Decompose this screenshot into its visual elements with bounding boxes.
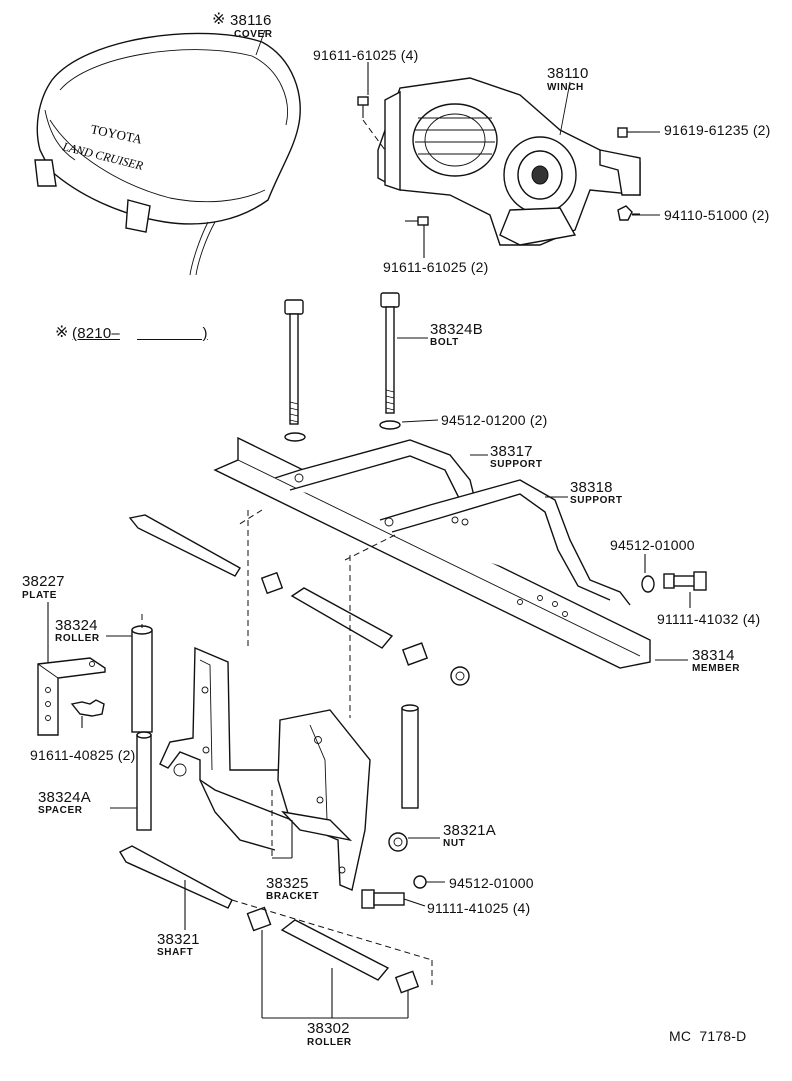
fastener-f9-part-number: 94512-01000 <box>449 875 534 891</box>
fastener-f5-part-number: 94512-01200 (2) <box>441 412 548 428</box>
nut-part-number: 38321A <box>443 822 496 839</box>
cover-part-number: 38116 <box>230 12 272 29</box>
fastener-f6-part-number: 94512-01000 <box>610 537 695 553</box>
member-drawing <box>213 436 688 669</box>
cover-mark: ※ <box>212 11 226 28</box>
upper-shaft-drawing <box>128 509 470 686</box>
fastener-f10-part-number: 91111-41025 (4) <box>427 900 531 916</box>
roller2-name: ROLLER <box>307 1037 352 1048</box>
roller1-part-number: 38324 <box>55 617 98 634</box>
nut-drawing <box>361 704 445 909</box>
bolt-part-number: 38324B <box>430 321 483 338</box>
fastener-f7-part-number: 91111-41032 (4) <box>657 611 761 627</box>
support1-part-number: 38317 <box>490 443 533 460</box>
fastener-f4-part-number: 91611-61025 (2) <box>383 259 489 275</box>
roller-spacer-drawing <box>106 614 153 831</box>
winch-name: WINCH <box>547 82 584 93</box>
spacer-name: SPACER <box>38 805 83 816</box>
plate-drawing <box>37 602 106 736</box>
shaft-name: SHAFT <box>157 947 194 958</box>
support2-name: SUPPORT <box>570 495 623 506</box>
fastener-f2-part-number: 91619-61235 (2) <box>664 122 771 138</box>
fastener-f3-part-number: 94110-51000 (2) <box>664 207 770 223</box>
member-name: MEMBER <box>692 663 741 674</box>
fastener-f1-part-number: 91611-61025 (4) <box>313 47 419 63</box>
winch-part-number: 38110 <box>547 65 589 82</box>
lower-shaft-drawing <box>119 845 433 1019</box>
winch-fasteners-drawing <box>357 62 660 258</box>
nut-name: NUT <box>443 838 466 849</box>
winch-drawing <box>377 77 641 246</box>
roller1-name: ROLLER <box>55 633 100 644</box>
bolt-drawing <box>284 292 439 442</box>
bracket-name: BRACKET <box>266 891 320 902</box>
fastener-f8-part-number: 91611-40825 (2) <box>30 747 136 763</box>
bolt-name: BOLT <box>430 337 459 348</box>
plate-part-number: 38227 <box>22 573 65 590</box>
shaft-part-number: 38321 <box>157 931 200 948</box>
bracket-drawing <box>159 510 371 891</box>
cover-drawing <box>34 29 301 276</box>
bracket-part-number: 38325 <box>266 875 309 892</box>
spacer-part-number: 38324A <box>38 789 91 806</box>
support2-part-number: 38318 <box>570 479 613 496</box>
support1-name: SUPPORT <box>490 459 543 470</box>
member-fasteners-drawing <box>641 554 707 608</box>
serial-note-close: ) <box>137 325 208 342</box>
roller2-part-number: 38302 <box>307 1020 350 1037</box>
plate-name: PLATE <box>22 590 58 601</box>
cover-name: COVER <box>234 29 273 40</box>
serial-note-mark: ※ <box>55 324 69 341</box>
footer-code: MC 7178-D <box>669 1028 747 1044</box>
member-part-number: 38314 <box>692 647 735 664</box>
serial-note-text: (8210– <box>72 325 120 342</box>
